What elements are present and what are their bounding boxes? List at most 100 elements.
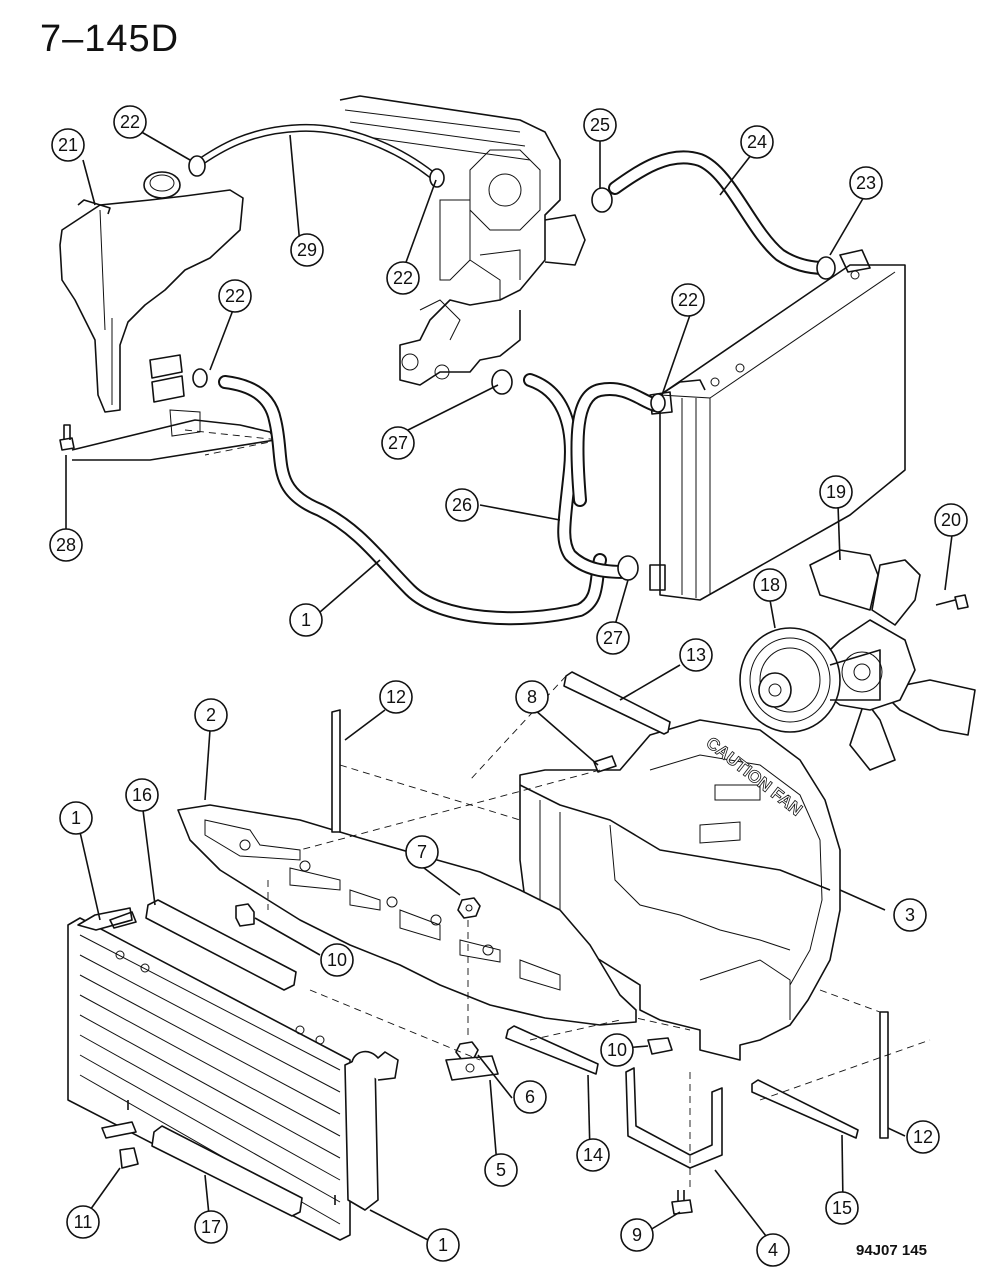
svg-text:1: 1 [301, 610, 311, 630]
svg-text:22: 22 [678, 290, 698, 310]
bracket-4 [625, 1067, 723, 1169]
seal-14 [505, 1025, 599, 1075]
seal-12-lower [879, 1011, 889, 1139]
callout-5: 5 [484, 1153, 518, 1187]
bolt-9 [671, 1190, 693, 1215]
svg-text:11: 11 [74, 1212, 93, 1232]
svg-text:21: 21 [58, 135, 78, 155]
svg-text:17: 17 [201, 1217, 221, 1237]
overflow-hose [192, 123, 436, 179]
callout-9: 9 [620, 1218, 654, 1252]
svg-text:25: 25 [590, 115, 610, 135]
svg-text:27: 27 [603, 628, 623, 648]
reference-lines [267, 675, 931, 1190]
coolant-reserve-tank [59, 171, 244, 413]
callout-27: 27 [596, 621, 630, 655]
callout-22: 22 [671, 283, 705, 317]
seal-16 [145, 899, 297, 991]
callout-23: 23 [849, 166, 883, 200]
svg-text:20: 20 [941, 510, 961, 530]
callout-8: 8 [515, 680, 549, 714]
seal-13 [563, 671, 671, 735]
callout-25: 25 [583, 108, 617, 142]
svg-text:6: 6 [525, 1087, 535, 1107]
svg-text:18: 18 [760, 575, 780, 595]
svg-text:22: 22 [120, 112, 140, 132]
svg-text:8: 8 [527, 687, 537, 707]
svg-text:14: 14 [583, 1145, 603, 1165]
fan-blade [809, 549, 976, 771]
svg-text:4: 4 [768, 1240, 778, 1260]
svg-text:1: 1 [71, 808, 81, 828]
callout-1: 1 [289, 603, 323, 637]
svg-text:27: 27 [388, 433, 408, 453]
callout-18: 18 [753, 568, 787, 602]
radiator-lower-view [67, 907, 399, 1241]
bypass-hose [218, 375, 607, 626]
engine-block [339, 95, 586, 386]
radiator-upper-view [649, 249, 906, 601]
fan-clutch [739, 627, 881, 733]
svg-text:9: 9 [632, 1225, 642, 1245]
insulator-11 [101, 1121, 139, 1169]
svg-text:10: 10 [327, 950, 347, 970]
svg-text:22: 22 [393, 268, 413, 288]
callout-20: 20 [934, 503, 968, 537]
svg-text:23: 23 [856, 173, 876, 193]
callout-1: 1 [426, 1228, 460, 1262]
bracket-5 [445, 1055, 499, 1081]
callout-16: 16 [125, 778, 159, 812]
callout-28: 28 [49, 528, 83, 562]
clip-10-lower [647, 1037, 673, 1055]
callout-13: 13 [679, 638, 713, 672]
callout-10: 10 [320, 943, 354, 977]
svg-text:12: 12 [386, 687, 406, 707]
svg-text:10: 10 [607, 1040, 627, 1060]
tank-bolt [59, 424, 75, 451]
callout-14: 14 [576, 1138, 610, 1172]
seal-17 [151, 1125, 303, 1217]
figure-code: 94J07 145 [856, 1242, 927, 1259]
svg-text:5: 5 [496, 1160, 506, 1180]
svg-text:24: 24 [747, 132, 767, 152]
svg-text:19: 19 [826, 482, 846, 502]
callout-29: 29 [290, 233, 324, 267]
svg-text:1: 1 [438, 1235, 448, 1255]
svg-text:2: 2 [206, 705, 216, 725]
callout-11: 11 [66, 1205, 100, 1239]
tank-mounting-bracket [71, 409, 281, 461]
page-number: 7–145D [40, 18, 180, 60]
fitting-8 [593, 755, 617, 773]
callout-22: 22 [113, 105, 147, 139]
callout-22: 22 [218, 279, 252, 313]
callout-27: 27 [381, 426, 415, 460]
upper-radiator-hose [608, 150, 832, 275]
callout-10: 10 [600, 1033, 634, 1067]
callout-22: 22 [386, 261, 420, 295]
seal-12-upper [331, 709, 341, 833]
callout-24: 24 [740, 125, 774, 159]
svg-text:28: 28 [56, 535, 76, 555]
callout-12: 12 [379, 680, 413, 714]
seal-15 [751, 1079, 859, 1139]
callout-15: 15 [825, 1191, 859, 1225]
svg-text:22: 22 [225, 286, 245, 306]
svg-text:7: 7 [417, 842, 427, 862]
leader-lines [65, 129, 953, 1246]
clip-10-upper [235, 903, 255, 927]
svg-text:29: 29 [297, 240, 317, 260]
svg-text:13: 13 [686, 645, 706, 665]
callout-19: 19 [819, 475, 853, 509]
nut-7 [457, 897, 481, 919]
fan-bolt [935, 594, 969, 610]
svg-text:12: 12 [913, 1127, 933, 1147]
callout-7: 7 [405, 835, 439, 869]
callout-4: 4 [756, 1233, 790, 1267]
callout-2: 2 [194, 698, 228, 732]
lower-radiator-hose [523, 373, 632, 579]
callout-21: 21 [51, 128, 85, 162]
callout-12: 12 [906, 1120, 940, 1154]
svg-text:15: 15 [832, 1198, 852, 1218]
callout-6: 6 [513, 1080, 547, 1114]
